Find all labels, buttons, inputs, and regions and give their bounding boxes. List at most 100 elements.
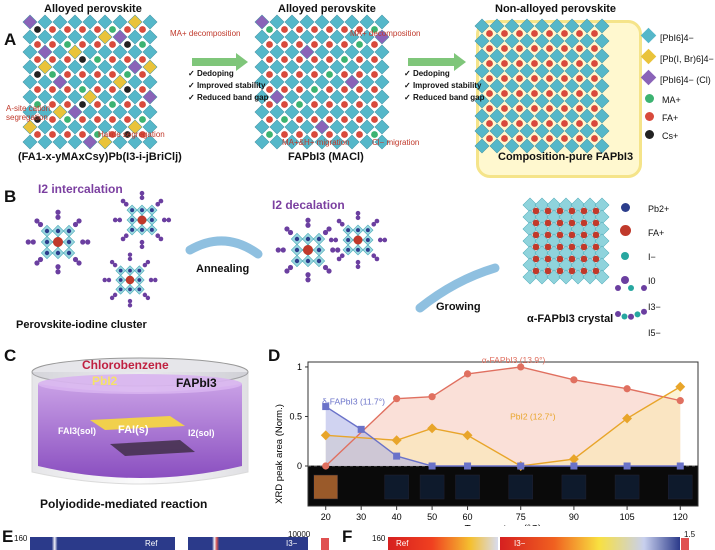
octahedron: [22, 119, 38, 135]
formamidinium: [544, 255, 552, 263]
iodine: [34, 218, 40, 224]
octahedron: [52, 29, 68, 45]
octahedron: [579, 63, 595, 79]
octahedron: [374, 134, 390, 150]
lead-ion: [346, 238, 351, 242]
octahedron: [564, 93, 580, 109]
octahedron: [474, 123, 490, 139]
a-site-cation: [326, 116, 333, 123]
lead-ion: [140, 208, 144, 213]
a-site-cation: [94, 101, 101, 108]
a-site-cation: [501, 105, 508, 112]
octahedron: [522, 221, 538, 237]
y-tick-label: 0.5: [289, 411, 302, 421]
octahedron: [519, 108, 535, 124]
formamidinium: [532, 243, 540, 251]
a-site-cation: [546, 45, 553, 52]
iodine: [371, 253, 377, 259]
iodine: [355, 259, 361, 265]
a-site-cation: [139, 131, 146, 138]
octahedron: [374, 29, 390, 45]
a-site-cation: [109, 56, 116, 63]
lead-ion: [140, 227, 144, 232]
series-label-3: δ-FAPbI3 (11.7°): [322, 397, 385, 407]
formamidinium: [568, 267, 576, 275]
lead-ion: [149, 208, 154, 213]
formamidinium: [592, 267, 600, 275]
series-line-2: [325, 386, 681, 467]
label-fapbi3-c: FAPbI3: [176, 376, 217, 390]
octahedron: [564, 63, 580, 79]
f-i3-label: I3−: [514, 539, 526, 548]
a-site-cation: [371, 116, 378, 123]
a-site-cation: [124, 56, 131, 63]
octahedron: [534, 209, 550, 225]
octahedron: [570, 269, 586, 285]
octahedron: [67, 44, 83, 60]
point-alpha: [570, 376, 578, 384]
a-site-cation: [516, 90, 523, 97]
octahedron: [549, 123, 565, 139]
octahedron: [570, 233, 586, 249]
panelB-legend: Pb2+ FA+ I− I0 I3− I5−: [612, 197, 669, 345]
a-site-cation: [576, 120, 583, 127]
a-site-cation: [516, 30, 523, 37]
a-site-cation: [356, 71, 363, 78]
octahedron: [344, 29, 360, 45]
steps-1: ✓ Dedoping ✓ Improved stability ✓ Reduce…: [188, 69, 269, 102]
octahedron: [582, 233, 598, 249]
octahedron: [112, 59, 128, 75]
octahedron: [314, 134, 330, 150]
point-pbi2: [391, 435, 402, 446]
a-site-cation: [296, 116, 303, 123]
octahedron: [522, 197, 538, 213]
octahedron: [112, 134, 128, 150]
octahedron: [594, 63, 610, 79]
formamidinium: [556, 267, 564, 275]
a-site-cation: [109, 131, 116, 138]
formamidinium: [353, 235, 363, 245]
a-site-cation: [79, 41, 86, 48]
octahedron: [329, 74, 345, 90]
formamidinium: [580, 231, 588, 239]
octahedron: [570, 197, 586, 213]
legend-i0: I0: [612, 269, 669, 293]
octahedron: [284, 14, 300, 30]
label-chlorobenzene: Chlorobenzene: [82, 358, 169, 372]
formamidinium: [568, 255, 576, 263]
point-delta: [322, 403, 330, 411]
film-photo: [419, 474, 445, 500]
octahedron: [314, 59, 330, 75]
formamidinium: [532, 267, 540, 275]
a-site-cation: [561, 60, 568, 67]
octahedron: [127, 104, 143, 120]
octahedron: [474, 78, 490, 94]
point-alpha: [393, 395, 401, 403]
x-axis-label: Temperature (°C): [465, 524, 542, 526]
f-ytick: 160: [372, 534, 386, 543]
octahedron: [67, 59, 83, 75]
formamidinium: [568, 219, 576, 227]
octahedron: [534, 233, 550, 249]
octahedron: [37, 74, 53, 90]
octahedron: [558, 209, 574, 225]
octahedron: [112, 14, 128, 30]
octahedron: [594, 138, 610, 154]
octahedron: [504, 78, 520, 94]
lead-ion: [294, 236, 300, 242]
octahedron: [564, 138, 580, 154]
octahedron: [67, 14, 83, 30]
octahedron: [374, 104, 390, 120]
octahedron: [269, 134, 285, 150]
film-photo: [668, 474, 693, 500]
a-site-cation: [311, 116, 318, 123]
iodine: [120, 236, 126, 242]
octahedron: [546, 197, 562, 213]
panelA-title-3: Non-alloyed perovskite: [495, 3, 617, 15]
a-site-cation: [371, 101, 378, 108]
a-site-cation: [124, 26, 131, 33]
a-site-cation: [576, 30, 583, 37]
formamidinium: [568, 231, 576, 239]
octahedron: [522, 269, 538, 285]
a-site-cation: [281, 101, 288, 108]
